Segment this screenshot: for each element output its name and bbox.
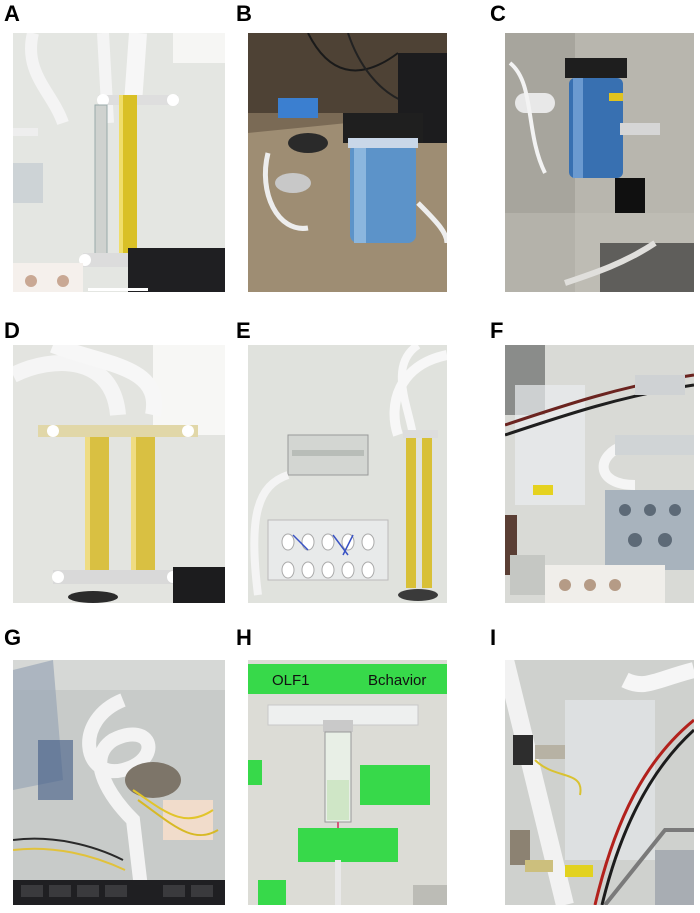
photo-c-filter-in-cabinet: [505, 33, 694, 292]
panel-label-d: D: [4, 318, 20, 343]
panel-label-a: A: [4, 1, 20, 26]
h-sign-right: Bchavior: [368, 672, 426, 689]
photo-h-syringe-labels: OLF1 Bchavior: [248, 660, 447, 905]
panel-label-h: H: [236, 625, 252, 650]
photo-b-filter-canister: [248, 33, 447, 292]
photo-e-manifold-valves: [248, 345, 447, 603]
h-sign-left: OLF1: [272, 672, 310, 689]
photo-d-twin-flowmeters: [13, 345, 225, 603]
photo-g-coiled-tubing: [13, 660, 225, 905]
photo-a-flowmeter: [13, 33, 225, 292]
panel-label-g: G: [4, 625, 22, 650]
panel-label-c: C: [490, 1, 506, 26]
panel-label-b: B: [236, 1, 252, 26]
panel-label-i: I: [490, 625, 497, 650]
photo-i-twisted-wiring: [505, 660, 694, 905]
panel-label-f: F: [490, 318, 504, 343]
panel-label-e: E: [236, 318, 251, 343]
photo-f-valve-block: [505, 345, 694, 603]
